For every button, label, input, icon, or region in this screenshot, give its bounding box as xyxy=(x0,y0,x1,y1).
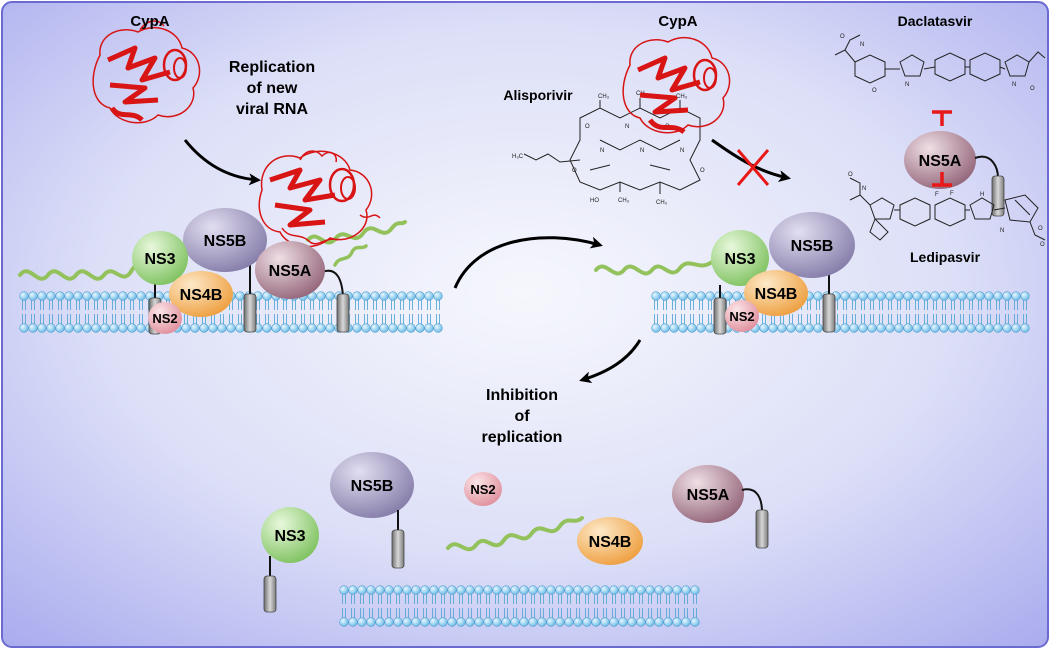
svg-text:O: O xyxy=(585,124,590,130)
daclatasvir-atom-labels: O N O N N O xyxy=(840,34,1035,94)
tm-anchor-ns5a-target xyxy=(991,175,1005,217)
tm-anchor-ns3-right xyxy=(713,297,727,335)
svg-text:O: O xyxy=(1038,226,1043,232)
ns5b-left xyxy=(183,208,267,272)
cypa-structure-inhibited xyxy=(622,37,731,135)
arrow-to-inhibition xyxy=(579,339,642,384)
ns5b-right-label: NS5B xyxy=(791,238,834,255)
svg-text:N: N xyxy=(1012,82,1016,88)
cypa-structure-free xyxy=(92,20,201,124)
rna-strand-right xyxy=(594,260,714,276)
ns2-left xyxy=(148,302,182,334)
ns3-right-label: NS3 xyxy=(724,251,755,268)
arrow-to-treated xyxy=(453,236,603,289)
ns3-free-label: NS3 xyxy=(274,528,305,545)
ns3-left-label: NS3 xyxy=(144,251,175,268)
ns4b-free-label: NS4B xyxy=(589,534,632,551)
ns4b-left-label: NS4B xyxy=(180,287,223,304)
membrane-bottom xyxy=(339,585,700,627)
ledipasvir-structure xyxy=(849,177,1046,241)
cypa-structure-bound xyxy=(258,150,381,248)
svg-text:O: O xyxy=(840,34,845,40)
svg-text:CH₃: CH₃ xyxy=(618,198,630,204)
rna-strand-left xyxy=(18,253,154,281)
inhibit-bar-daclatasvir-icon xyxy=(932,110,952,126)
tm-anchor-ns5a-left xyxy=(336,293,350,333)
svg-text:N: N xyxy=(600,148,604,154)
svg-text:O: O xyxy=(572,168,577,174)
ns5b-free xyxy=(330,452,414,518)
svg-text:CH₃: CH₃ xyxy=(656,200,668,206)
ns4b-left xyxy=(169,271,233,317)
ns3-left xyxy=(132,231,188,285)
svg-text:O: O xyxy=(1040,242,1045,248)
arrow-cypa-binding xyxy=(183,139,261,186)
tm-anchor-ns5b-free xyxy=(391,529,405,569)
replication-label-line3: viral RNA xyxy=(236,101,308,118)
alisporivir-label: Alisporivir xyxy=(503,87,573,103)
svg-text:N: N xyxy=(625,124,629,130)
tm-anchor-ns5a-free xyxy=(755,509,769,549)
tm-anchor-ns5b-left xyxy=(243,293,257,333)
inhibition-label-line2: of xyxy=(514,408,530,425)
ns5a-free xyxy=(672,465,744,523)
daclatasvir-structure xyxy=(834,34,1046,84)
ns4b-right xyxy=(744,270,808,316)
ns5b-free-label: NS5B xyxy=(351,478,394,495)
rna-strand-left-2 xyxy=(306,220,407,245)
tm-anchor-ns3-free xyxy=(263,575,277,613)
svg-text:O: O xyxy=(700,168,705,174)
ns5a-target xyxy=(904,131,976,189)
alisporivir-structure xyxy=(523,98,701,194)
svg-text:O: O xyxy=(1030,86,1035,92)
ns4b-free xyxy=(577,517,643,565)
ledipasvir-label: Ledipasvir xyxy=(910,249,981,265)
ns5b-right xyxy=(769,212,855,278)
svg-text:O: O xyxy=(848,172,853,178)
svg-text:CH₃: CH₃ xyxy=(676,94,688,100)
ns2-left-label: NS2 xyxy=(152,311,177,326)
replication-label-line1: Replication xyxy=(229,59,315,76)
ns3-right xyxy=(711,230,769,286)
daclatasvir-label: Daclatasvir xyxy=(898,13,973,29)
ns5a-left xyxy=(255,241,325,299)
rna-strand-left-3 xyxy=(333,244,368,267)
svg-text:CH₃: CH₃ xyxy=(598,94,610,100)
ns5a-target-label: NS5A xyxy=(919,153,962,170)
inhibit-bar-ledipasvir-icon xyxy=(932,172,952,187)
svg-text:N: N xyxy=(680,148,684,154)
ns4b-right-label: NS4B xyxy=(755,286,798,303)
ns5a-left-label: NS5A xyxy=(269,263,312,280)
cypa-left-label: CypA xyxy=(130,13,169,30)
svg-text:H₃C: H₃C xyxy=(512,154,524,160)
block-cross-icon xyxy=(736,149,770,186)
rna-strand-free xyxy=(446,516,584,552)
svg-text:N: N xyxy=(860,42,864,48)
svg-text:N: N xyxy=(905,82,909,88)
ns5b-left-label: NS5B xyxy=(204,233,247,250)
svg-text:F: F xyxy=(935,192,939,198)
replication-label-line2: of new xyxy=(247,80,298,97)
svg-text:N: N xyxy=(862,186,866,192)
svg-text:N: N xyxy=(1000,228,1004,234)
tm-anchor-ns5b-right xyxy=(822,293,836,333)
svg-text:O: O xyxy=(872,88,877,94)
ns2-right xyxy=(725,300,759,332)
svg-text:N: N xyxy=(640,148,644,154)
cypa-right-label: CypA xyxy=(658,13,697,30)
svg-text:F: F xyxy=(950,191,954,197)
svg-text:HO: HO xyxy=(590,198,599,204)
inhibition-label-line3: replication xyxy=(482,429,563,446)
ledipasvir-atom-labels: O N F F H N O O xyxy=(848,172,1045,248)
ns2-free xyxy=(464,472,502,506)
ns5a-free-label: NS5A xyxy=(687,487,730,504)
ns2-free-label: NS2 xyxy=(470,482,495,497)
ns2-right-label: NS2 xyxy=(729,309,754,324)
inhibition-label-line1: Inhibition xyxy=(486,387,558,404)
ns3-free xyxy=(261,507,319,563)
svg-text:H: H xyxy=(980,192,984,198)
